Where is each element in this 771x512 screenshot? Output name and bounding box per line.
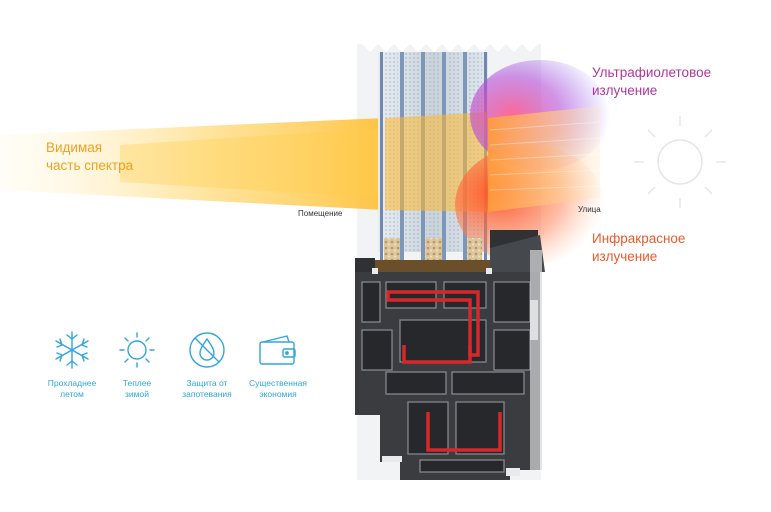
spacer (384, 238, 400, 260)
room-label: Помещение (298, 209, 343, 218)
feature-text: экономия (259, 389, 297, 400)
uv-line1: Ультрафиолетовое (592, 65, 712, 80)
feature-warmer-winter: Теплее зимой (97, 330, 177, 401)
feature-text: Теплее (122, 378, 152, 388)
ir-line1: Инфракрасное (592, 231, 686, 246)
steel-reinforcement (426, 412, 502, 452)
no-drop-icon (189, 332, 225, 368)
feature-text: запотевания (182, 389, 232, 400)
street-label: Улица (578, 205, 601, 214)
outgoing-beam (488, 106, 600, 212)
snowflake-icon (55, 331, 89, 369)
visible-spectrum-line2: часть спектра (46, 158, 134, 174)
spacer (425, 238, 442, 260)
feature-cooler-summer: Прохладнее летом (32, 330, 112, 401)
ir-radiation-label: Инфракрасное излучение (592, 230, 685, 266)
wallet-icon (259, 335, 296, 365)
feature-text: Существенная (248, 378, 308, 388)
uv-radiation-label: Ультрафиолетовое излучение (592, 64, 711, 100)
visible-light-beam (0, 118, 385, 210)
feature-text: Прохладнее (47, 378, 97, 388)
feature-savings: Существенная экономия (238, 330, 318, 401)
uv-line2: излучение (592, 83, 658, 99)
feature-text: летом (60, 389, 84, 400)
visible-spectrum-line1: Видимая (46, 140, 103, 155)
sun-watermark (634, 116, 726, 208)
sun-icon (119, 332, 155, 368)
ir-line2: излучение (592, 249, 658, 265)
feature-text: зимой (125, 389, 149, 400)
feature-anti-fog: Защита от запотевания (167, 330, 247, 401)
visible-spectrum-label: Видимая часть спектра (46, 139, 133, 175)
glazing-bead (372, 260, 490, 272)
spacer (467, 238, 482, 260)
feature-text: Защита от (186, 378, 228, 388)
